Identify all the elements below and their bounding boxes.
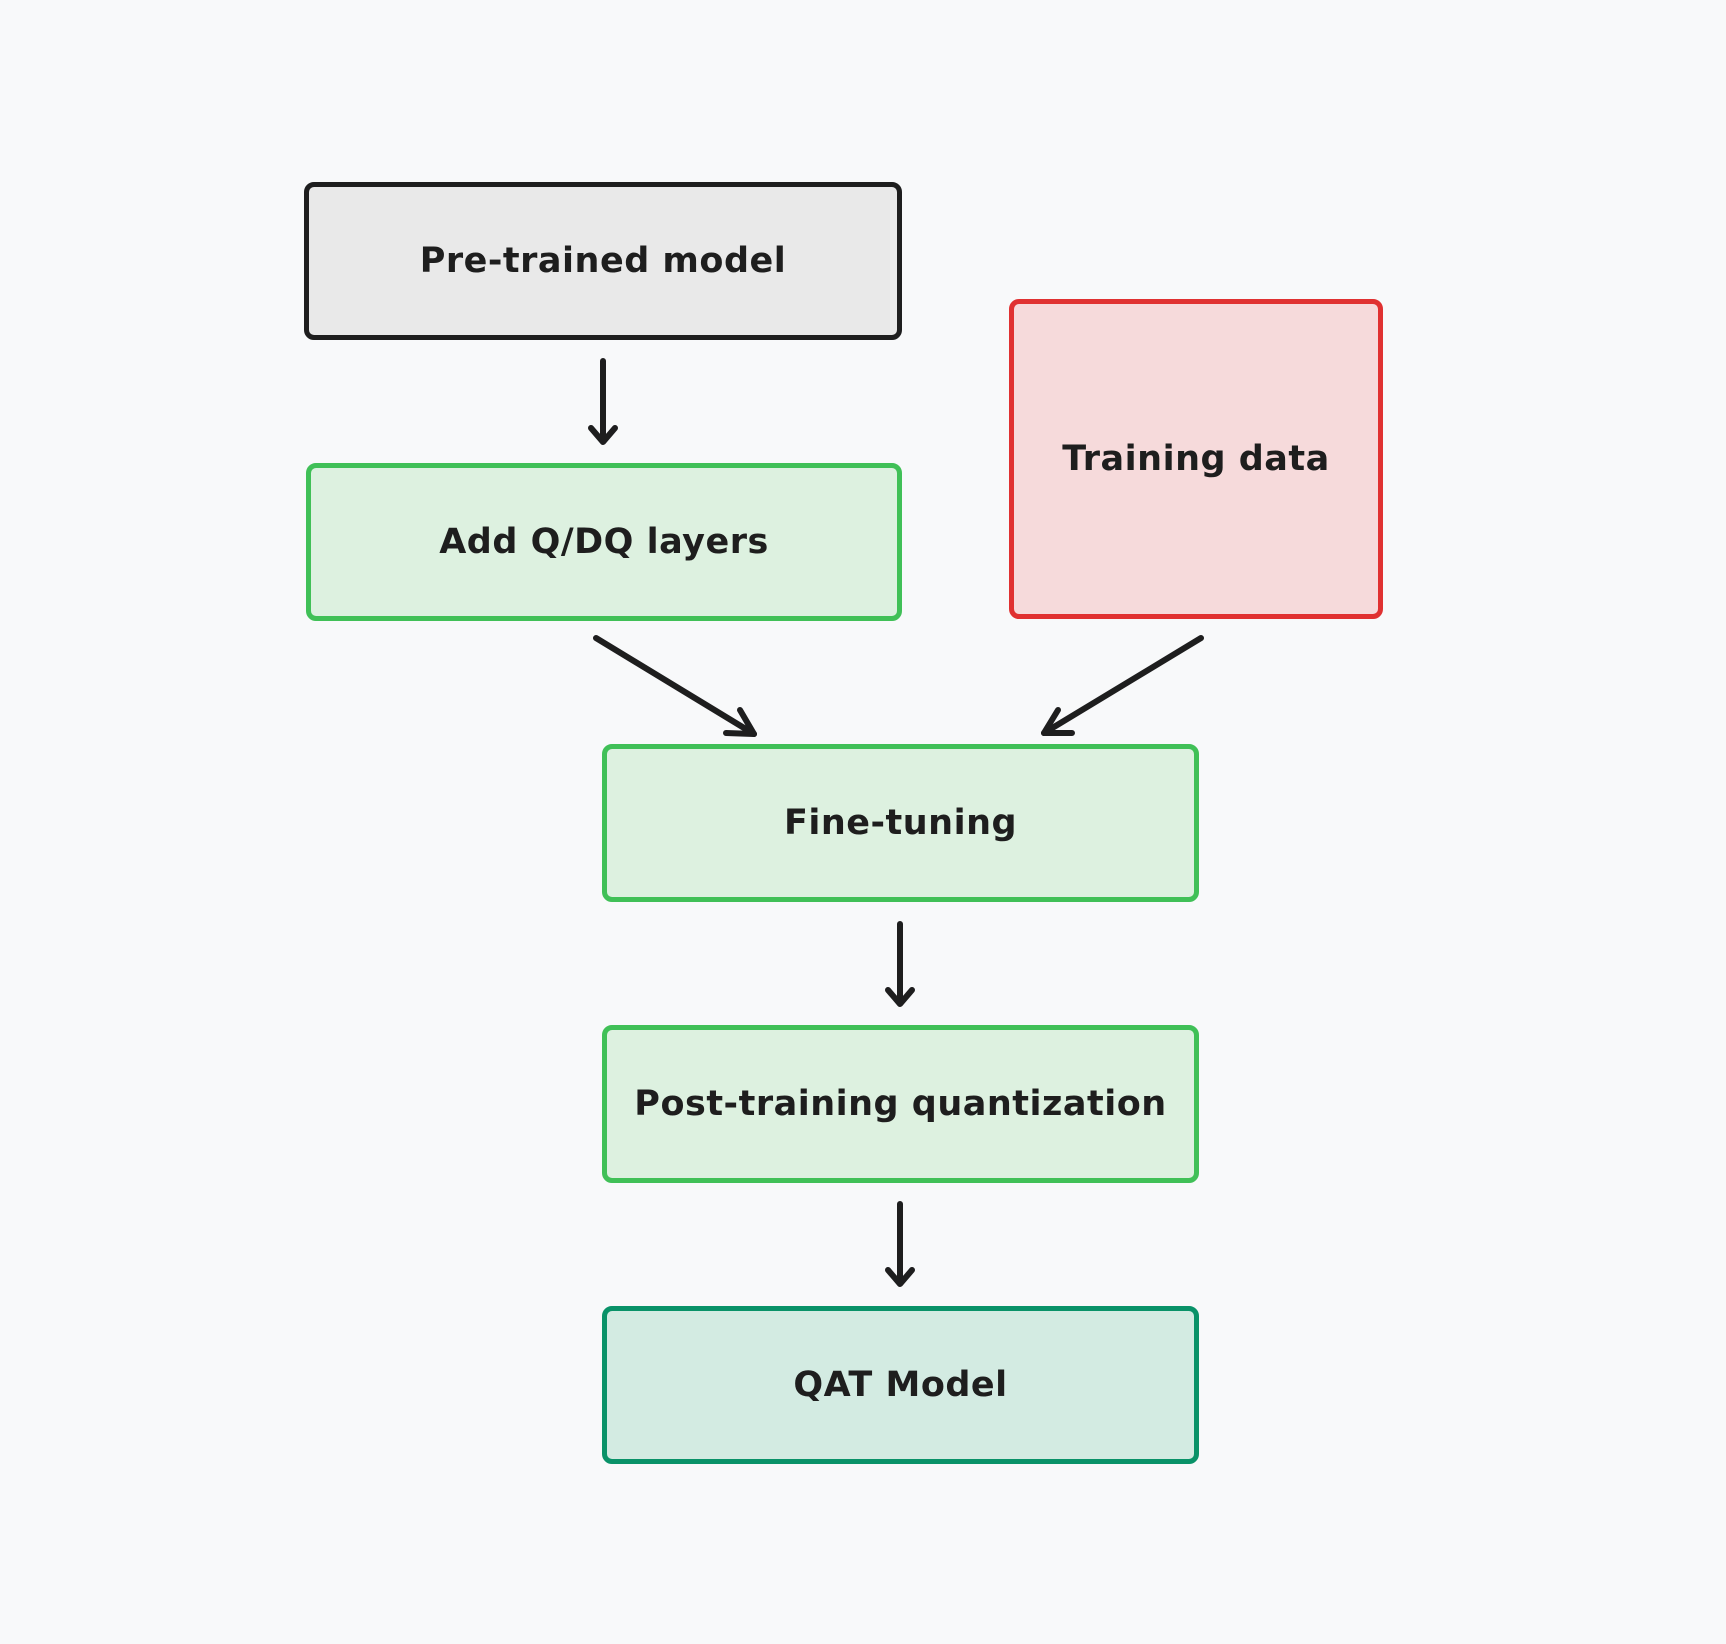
node-label: QAT Model xyxy=(793,1365,1008,1405)
node-add-qdq-layers: Add Q/DQ layers xyxy=(306,463,902,621)
node-label: Training data xyxy=(1062,439,1330,479)
edge-pretrained-to-qdq xyxy=(588,358,618,445)
edge-finetune-to-ptq xyxy=(885,921,915,1007)
node-fine-tuning: Fine-tuning xyxy=(602,744,1199,902)
node-qat-model: QAT Model xyxy=(602,1306,1199,1464)
node-training-data: Training data xyxy=(1009,299,1383,619)
node-label: Add Q/DQ layers xyxy=(439,522,769,562)
node-label: Post-training quantization xyxy=(634,1084,1167,1124)
node-post-training-quantization: Post-training quantization xyxy=(602,1025,1199,1183)
edge-ptq-to-qat xyxy=(885,1201,915,1287)
edge-training-to-finetune xyxy=(1041,635,1204,736)
node-label: Fine-tuning xyxy=(783,803,1018,843)
node-label: Pre-trained model xyxy=(419,241,787,281)
node-pretrained-model: Pre-trained model xyxy=(304,182,902,340)
edge-qdq-to-finetune xyxy=(593,635,757,737)
